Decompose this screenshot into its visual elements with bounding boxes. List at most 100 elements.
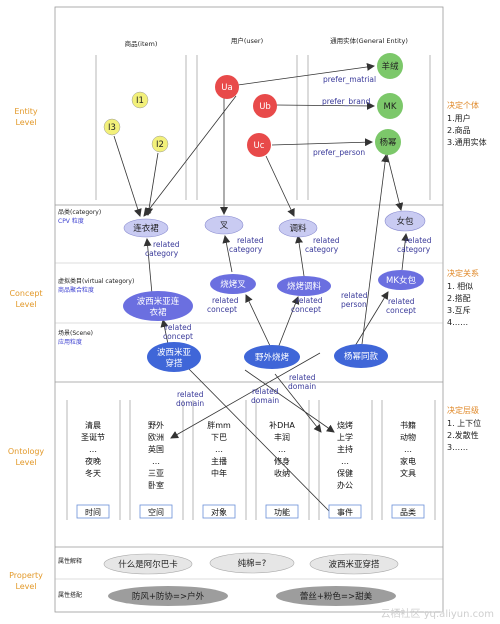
svg-text:1. 相似: 1. 相似	[447, 281, 473, 291]
ontology-col-1-line-0: 野外	[148, 420, 164, 430]
ontology-tag-box-1	[139, 504, 173, 519]
ontology-col-4-line-5: 办公	[337, 480, 353, 490]
svg-text:2.发散性: 2.发散性	[447, 430, 479, 440]
node-fork	[204, 215, 244, 235]
ontology-col-1-line-1: 欧洲	[148, 432, 164, 442]
node-uc	[247, 133, 271, 157]
edge-yangmi-same-mkbag	[354, 291, 389, 347]
edge-yangmi-bag	[386, 153, 404, 211]
edge-domain-2	[244, 369, 335, 433]
node-bbq-season	[277, 276, 331, 296]
node-yangmi-same	[334, 344, 388, 368]
svg-text:3……: 3……	[447, 443, 468, 452]
property-match-1-label: 防风+防协=>户外	[132, 591, 205, 602]
ontology-tag-box-0	[76, 504, 110, 519]
ontology-col-0-line-1: 圣诞节	[81, 433, 105, 442]
ontology-col-2-line-0: 胖mm	[207, 420, 231, 430]
svg-text:4……: 4……	[447, 318, 468, 327]
concept-label-virtual: 虚拟类目(virtual category)	[58, 277, 134, 285]
node-bohemian-outfit-label: 波西米亚穿搭	[157, 347, 192, 369]
edge-bbqfork-fork	[222, 235, 233, 273]
ontology-col-2-line-2: …	[215, 445, 223, 454]
node-dress	[123, 218, 169, 238]
ontology-col-0-line-3: 夜晚	[85, 456, 101, 466]
ontology-tag-box-2	[202, 504, 236, 519]
ontology-col-3-line-4: 收纳	[274, 468, 290, 478]
svg-text:3.互斥: 3.互斥	[447, 305, 471, 315]
property-explain-label: 属性解释	[58, 557, 82, 565]
svg-text:决定个体: 决定个体	[447, 100, 479, 110]
property-explain-2	[209, 552, 295, 574]
node-dress-label: 连衣裙	[133, 223, 159, 234]
ontology-tag-5: 品类	[400, 507, 416, 517]
node-bohemian-dress-label: 波西米亚连衣裙	[137, 296, 180, 318]
ontology-col-1-line-2: 英国	[148, 444, 164, 454]
ontology-col-3-line-3: 修身	[274, 456, 290, 466]
property-explain-3	[309, 553, 399, 575]
note-ontology: 决定层级 1. 上下位 2.发散性 3……	[447, 405, 481, 452]
edge-label-prefer-brand: prefer_brand	[322, 97, 371, 106]
ontology-col-3-line-1: 丰润	[274, 432, 290, 442]
node-i1-label: I1	[136, 96, 144, 106]
diagram-frame	[54, 6, 444, 613]
ontology-col-3-line-0: 补DHA	[269, 420, 295, 430]
concept-label-aggregate: 商品聚合粒度	[58, 286, 94, 294]
svg-text:1. 上下位: 1. 上下位	[447, 418, 481, 428]
node-bbq-fork-label: 烧烤叉	[220, 279, 246, 290]
node-seasoning-label: 调料	[289, 223, 307, 234]
ontology-tag-box-3	[265, 504, 299, 519]
concept-label-category: 品类(category)	[58, 208, 101, 216]
ontology-col-1-line-4: 三亚	[148, 469, 164, 478]
node-bag	[384, 210, 426, 232]
node-fork-label: 叉	[220, 221, 229, 231]
ontology-brackets	[66, 400, 436, 520]
property-explain-3-label: 波西米亚穿搭	[328, 559, 380, 570]
edge-outfit-bohemiandress	[160, 319, 169, 345]
node-i2	[151, 135, 169, 153]
ontology-col-2-line-1: 下巴	[211, 433, 227, 442]
edge-outdoor-bbqseason	[277, 296, 300, 349]
ontology-col-5-line-1: 动物	[400, 432, 416, 442]
edge-domain-1	[170, 352, 321, 439]
node-ua	[215, 75, 239, 99]
ontology-tag-box-5	[391, 504, 425, 519]
edge-yangmi-same-yangmi	[361, 154, 390, 345]
edge-uc-yangmi	[271, 138, 373, 147]
property-match-2-label: 蕾丝+粉色=>甜美	[300, 591, 373, 602]
property-explain-2-label: 纯棉=?	[238, 558, 267, 569]
node-i1	[131, 91, 149, 109]
property-explain-1-label: 什么是阿尔巴卡	[118, 559, 178, 570]
ontology-col-0-line-2: …	[89, 445, 97, 454]
ontology-col-2-line-4: 中年	[211, 468, 227, 478]
node-outdoor-bbq	[244, 345, 300, 369]
property-match-1	[108, 586, 228, 606]
header-user: 用户(user)	[231, 36, 263, 45]
node-i3	[103, 118, 121, 136]
svg-text:决定层级: 决定层级	[447, 405, 479, 415]
ontology-columns: 清晨圣诞节…夜晚冬天时间野外欧洲英国…三亚卧室空间胖mm下巴…主播中年对象补DH…	[76, 420, 425, 519]
node-i3-label: I3	[108, 123, 116, 133]
ontology-col-4-line-3: …	[341, 457, 349, 466]
node-mk-bag-label: MK女包	[386, 275, 416, 286]
ontology-col-5-line-0: 书籍	[400, 420, 416, 430]
node-bbq-fork	[210, 274, 256, 294]
ontology-col-3-line-2: …	[278, 445, 286, 454]
header-general-entity: 通用实体(General Entity)	[330, 36, 408, 45]
node-yangrong-label: 羊绒	[381, 61, 399, 72]
ontology-col-5-line-2: …	[404, 445, 412, 454]
node-bag-label: 女包	[396, 216, 414, 227]
ontology-tag-0: 时间	[85, 507, 101, 517]
ontology-col-1-line-5: 卧室	[148, 480, 164, 490]
ontology-col-4-line-0: 烧烤	[337, 420, 353, 430]
ontology-tag-3: 功能	[274, 507, 290, 517]
